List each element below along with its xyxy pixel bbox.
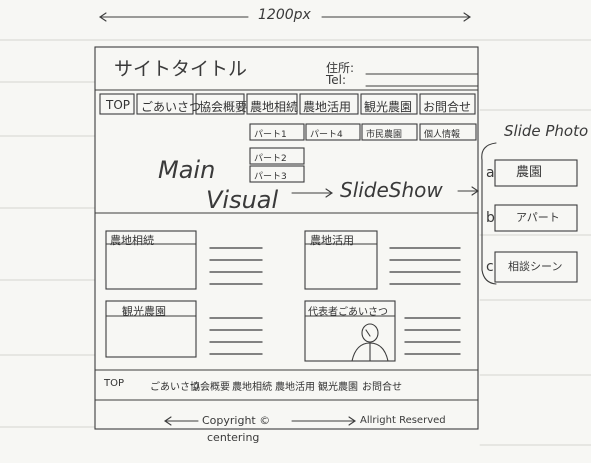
box-label-representative-greeting: 代表者ごあいさつ bbox=[308, 307, 388, 318]
footer-nav-item-2[interactable]: 協会概要 bbox=[190, 382, 230, 393]
address-label: 住所: bbox=[326, 61, 355, 75]
slide-marker-b: b bbox=[486, 210, 495, 226]
footer-nav-item-6[interactable]: お問合せ bbox=[362, 382, 402, 393]
slide-photo-title: Slide Photo bbox=[504, 122, 589, 140]
copyright-text: Copyright © bbox=[202, 414, 271, 427]
nav-item-0[interactable]: TOP bbox=[106, 98, 131, 112]
subnav-part3[interactable]: パート3 bbox=[254, 172, 287, 182]
page-frame bbox=[94, 46, 479, 430]
box-label-farm-inheritance: 農地相続 bbox=[110, 234, 154, 247]
box-label-tourist-farm: 観光農園 bbox=[122, 305, 166, 318]
nav-item-6[interactable]: お問合せ bbox=[423, 100, 472, 114]
main-visual-line1: Main bbox=[158, 156, 216, 184]
subnav-part4[interactable]: パート4 bbox=[310, 130, 343, 140]
main-visual-line2: Visual bbox=[206, 186, 279, 214]
centering-note: centering bbox=[207, 431, 260, 444]
tel-label: Tel: bbox=[326, 73, 347, 87]
slideshow-label: SlideShow bbox=[340, 178, 443, 202]
nav-item-4[interactable]: 農地活用 bbox=[303, 100, 352, 114]
footer-nav-item-5[interactable]: 観光農園 bbox=[318, 382, 358, 393]
portrait-figure-icon bbox=[351, 323, 389, 362]
footer-nav-item-3[interactable]: 農地相続 bbox=[232, 382, 272, 393]
rights-text: Allright Reserved bbox=[360, 415, 446, 426]
slide-marker-c: c bbox=[486, 259, 494, 275]
slide-item-farm: 農園 bbox=[516, 165, 543, 180]
slide-marker-a: a bbox=[486, 165, 495, 181]
box-label-farm-utilization: 農地活用 bbox=[310, 234, 354, 247]
nav-item-1[interactable]: ごあいさつ bbox=[141, 100, 202, 114]
subnav-privacy[interactable]: 個人情報 bbox=[424, 130, 461, 140]
width-label: 1200px bbox=[258, 7, 311, 23]
slide-item-apartment: アパート bbox=[516, 211, 560, 224]
nav-item-2[interactable]: 協会概要 bbox=[199, 100, 248, 114]
site-title: サイトタイトル bbox=[114, 58, 248, 80]
footer-nav-item-4[interactable]: 農地活用 bbox=[275, 382, 315, 393]
subnav-part1[interactable]: パート1 bbox=[254, 130, 287, 140]
subnav-part2[interactable]: パート2 bbox=[254, 154, 287, 164]
subnav-community-farm[interactable]: 市民農園 bbox=[366, 130, 403, 140]
footer-nav-item-1[interactable]: ごあいさつ bbox=[150, 382, 200, 393]
nav-item-5[interactable]: 観光農園 bbox=[364, 100, 413, 114]
nav-item-3[interactable]: 農地相続 bbox=[250, 100, 299, 114]
footer-nav-item-0[interactable]: TOP bbox=[104, 378, 125, 389]
slide-item-consultation: 相談シーン bbox=[508, 260, 563, 273]
